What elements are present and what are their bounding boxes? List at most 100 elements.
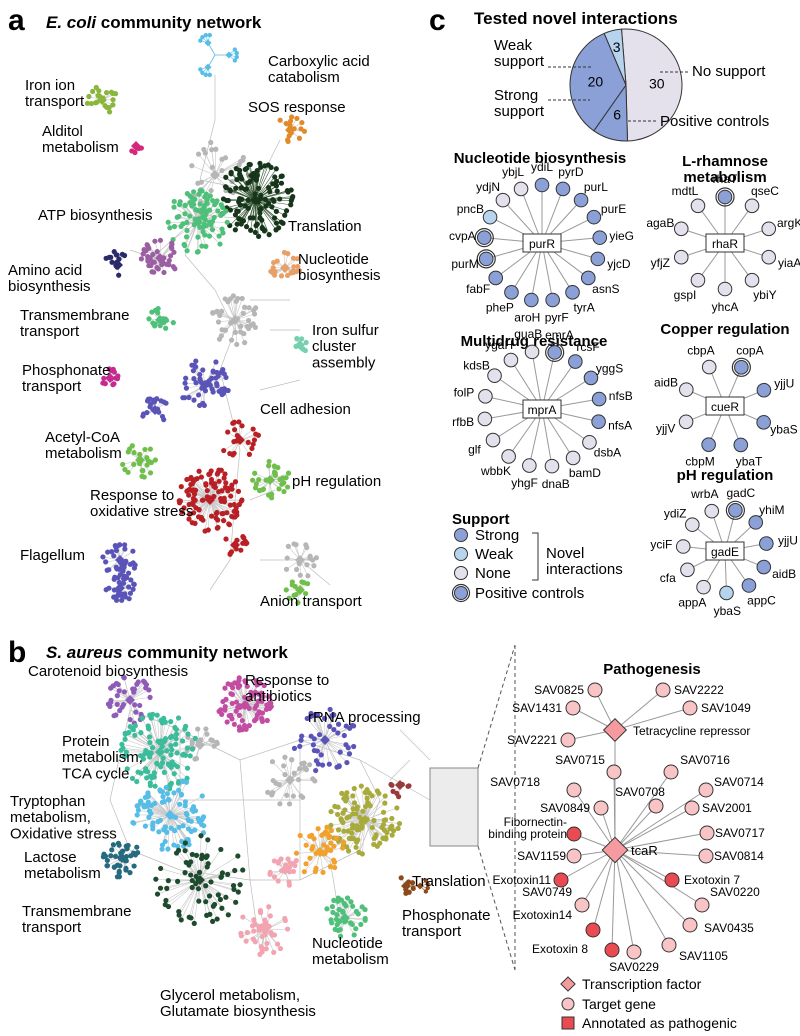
network-node: [182, 211, 188, 217]
network-node: [299, 336, 305, 342]
gene-node: [690, 198, 706, 214]
network-node: [152, 783, 158, 789]
network-node: [265, 492, 272, 498]
network-node: [274, 188, 280, 194]
network-node: [184, 227, 190, 234]
network-node: [159, 413, 166, 420]
gene-label: cvpA: [449, 229, 476, 243]
network-node: [103, 89, 110, 96]
network-node: [108, 685, 114, 691]
hub-node: [155, 315, 165, 325]
network-node: [209, 164, 215, 170]
network-node: [159, 760, 166, 766]
target-gene-node: [648, 798, 664, 814]
network-node: [120, 461, 126, 468]
network-node: [113, 597, 120, 603]
network-node: [337, 918, 343, 924]
network-node: [218, 874, 225, 880]
gene-label: ydiZ: [664, 506, 687, 520]
tetracycline-repressor-label: Tetracycline repressor: [633, 724, 750, 738]
network-node: [335, 898, 341, 904]
network-node: [214, 916, 220, 922]
network-node: [321, 715, 328, 721]
gene-node: [582, 435, 597, 450]
network-node: [119, 592, 125, 599]
network-node: [110, 382, 116, 388]
gene-label: nfsB: [609, 389, 633, 403]
gene-label: yhcA: [712, 300, 739, 314]
gene-node: [504, 285, 519, 300]
ecoli-anion: [283, 579, 311, 606]
network-node: [134, 844, 140, 850]
network-node: [193, 358, 199, 364]
network-node: [184, 812, 190, 818]
network-node: [104, 567, 110, 573]
gene-label: gspI: [674, 288, 697, 302]
network-node: [328, 808, 334, 815]
network-node: [383, 836, 389, 842]
network-node: [425, 881, 430, 887]
gene-label: bamD: [569, 466, 601, 480]
panel-b: b S. aureus community network Carotenoid…: [8, 636, 765, 1031]
network-node: [330, 909, 336, 916]
gene-label: rcsF: [576, 340, 599, 354]
gene-label: glf: [468, 443, 481, 457]
network-node: [277, 117, 283, 123]
network-node: [186, 394, 192, 401]
target-gene-label: Exotoxin14: [513, 908, 573, 922]
network-node: [124, 766, 130, 772]
network-node: [296, 135, 303, 141]
network-node: [133, 709, 139, 715]
network-node: [154, 712, 160, 718]
network-node: [205, 837, 211, 843]
network-node: [188, 828, 194, 835]
network-node: [253, 481, 259, 487]
gene-node: [586, 209, 602, 225]
network-node: [122, 753, 128, 759]
hub-node: [210, 170, 220, 180]
network-node: [335, 730, 341, 736]
network-node: [234, 512, 240, 518]
network-node: [328, 917, 334, 923]
network-node: [137, 451, 143, 457]
network-node: [113, 680, 120, 687]
hub-node: [250, 195, 260, 205]
network-node: [210, 369, 216, 375]
gene-node: [756, 559, 772, 575]
network-node: [380, 822, 387, 828]
network-node: [214, 509, 220, 516]
network-node: [225, 912, 231, 918]
pathogenesis-title: Pathogenesis: [603, 661, 701, 678]
network-node: [232, 58, 238, 63]
network-node: [152, 307, 159, 313]
target-gene-node: [566, 848, 582, 864]
gene-label: asnS: [592, 282, 619, 296]
network-node: [223, 894, 229, 900]
label-sos: SOS response: [248, 99, 346, 116]
network-node: [158, 717, 164, 723]
target-gene-label: SAV0716: [680, 753, 730, 767]
network-node: [127, 870, 133, 876]
label-anion: Anion transport: [260, 593, 363, 610]
network-node: [182, 243, 188, 249]
network-node: [184, 765, 191, 771]
network-node: [389, 832, 395, 838]
network-node: [215, 208, 221, 214]
network-node: [327, 864, 333, 870]
network-node: [195, 234, 201, 240]
network-node: [172, 266, 178, 272]
network-node: [282, 212, 288, 218]
network-node: [291, 541, 297, 547]
legend-item: Positive controls: [475, 585, 584, 602]
network-node: [273, 178, 280, 185]
network-node: [196, 818, 202, 824]
network-node: [219, 308, 225, 314]
gene-node: [488, 270, 504, 286]
target-gene-label: SAV0229: [609, 960, 659, 974]
network-node: [165, 846, 171, 852]
network-node: [157, 237, 164, 243]
network-node: [248, 172, 254, 179]
network-node: [190, 495, 197, 502]
